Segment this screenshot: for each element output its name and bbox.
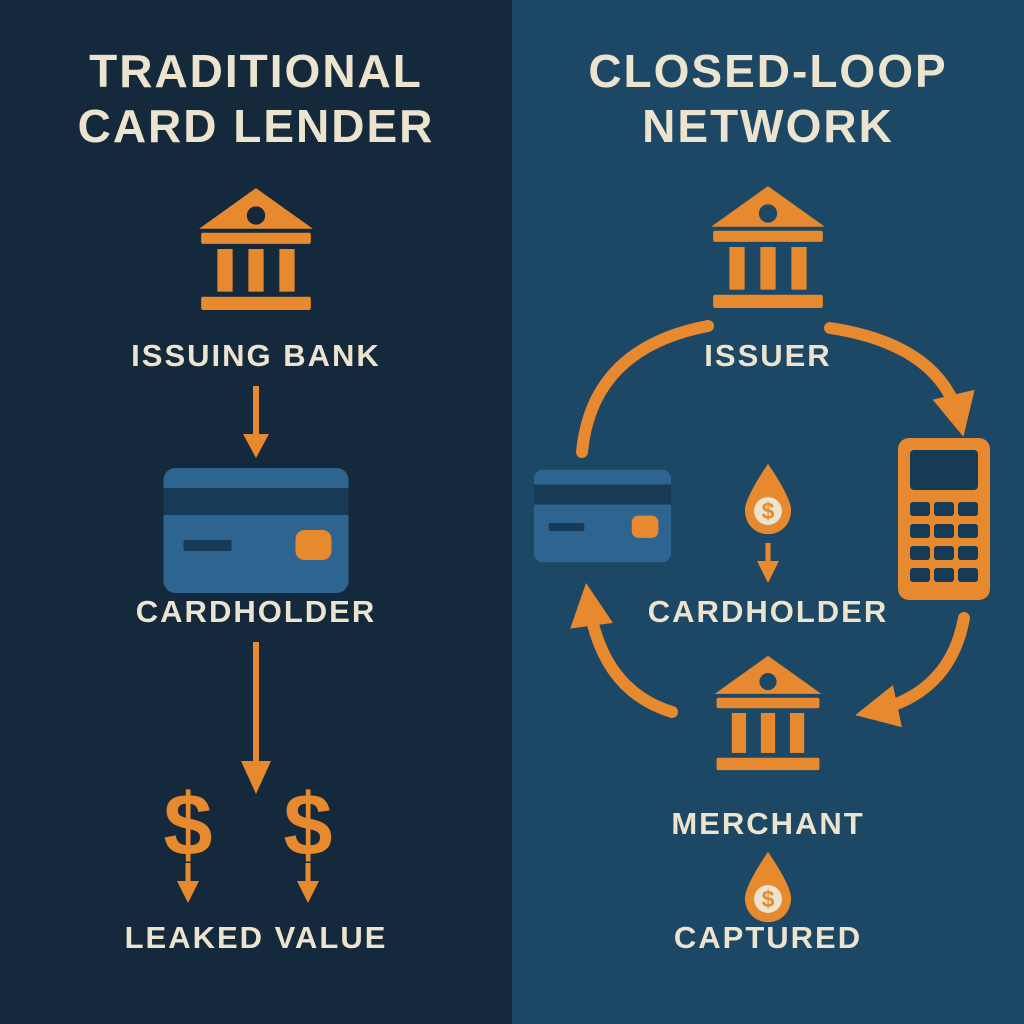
small-down-arrow-icon	[297, 863, 319, 904]
long-down-arrow-icon	[241, 642, 271, 794]
left-title-line2: CARD LENDER	[77, 100, 435, 153]
right-title-line1: CLOSED-LOOP	[588, 45, 948, 97]
bank-building-icon	[711, 186, 825, 308]
traditional-card-lender-panel: TRADITIONAL CARD LENDER ISSUING BANK CAR	[0, 0, 512, 1024]
dollar-sign-icon: $	[163, 775, 213, 874]
bank-building-icon	[199, 188, 313, 310]
circular-loop-arrows-icon	[570, 320, 975, 728]
pos-terminal-icon	[898, 438, 990, 600]
issuing-bank-label: ISSUING BANK	[131, 338, 381, 373]
closed-loop-network-panel: CLOSED-LOOP NETWORK ISSUER	[512, 0, 1024, 1024]
right-title-line2: NETWORK	[642, 100, 894, 153]
dollar-sign-icon: $	[762, 498, 775, 524]
right-cardholder-label: CARDHOLDER	[647, 594, 889, 629]
issuer-label: ISSUER	[704, 338, 832, 373]
value-droplet-icon: $	[744, 463, 792, 535]
left-title-line1: TRADITIONAL	[89, 45, 423, 97]
dollar-sign-icon: $	[283, 775, 333, 874]
small-down-arrow-icon	[757, 543, 779, 583]
leaked-value-label: LEAKED VALUE	[124, 920, 388, 955]
right-panel-title: CLOSED-LOOP NETWORK	[512, 44, 1024, 154]
credit-card-icon	[534, 469, 671, 563]
down-arrow-icon	[243, 386, 269, 458]
captured-label: CAPTURED	[673, 920, 863, 955]
merchant-label: MERCHANT	[671, 806, 865, 841]
leaked-dollar-group: $	[143, 775, 233, 908]
dollar-sign-icon: $	[762, 886, 775, 912]
left-cardholder-label: CARDHOLDER	[135, 594, 377, 629]
bank-building-icon	[714, 655, 822, 771]
credit-card-icon	[163, 468, 349, 593]
value-droplet-icon: $	[744, 851, 792, 923]
left-panel-title: TRADITIONAL CARD LENDER	[0, 44, 512, 154]
leaked-dollar-group: $	[263, 775, 353, 908]
small-down-arrow-icon	[177, 863, 199, 904]
